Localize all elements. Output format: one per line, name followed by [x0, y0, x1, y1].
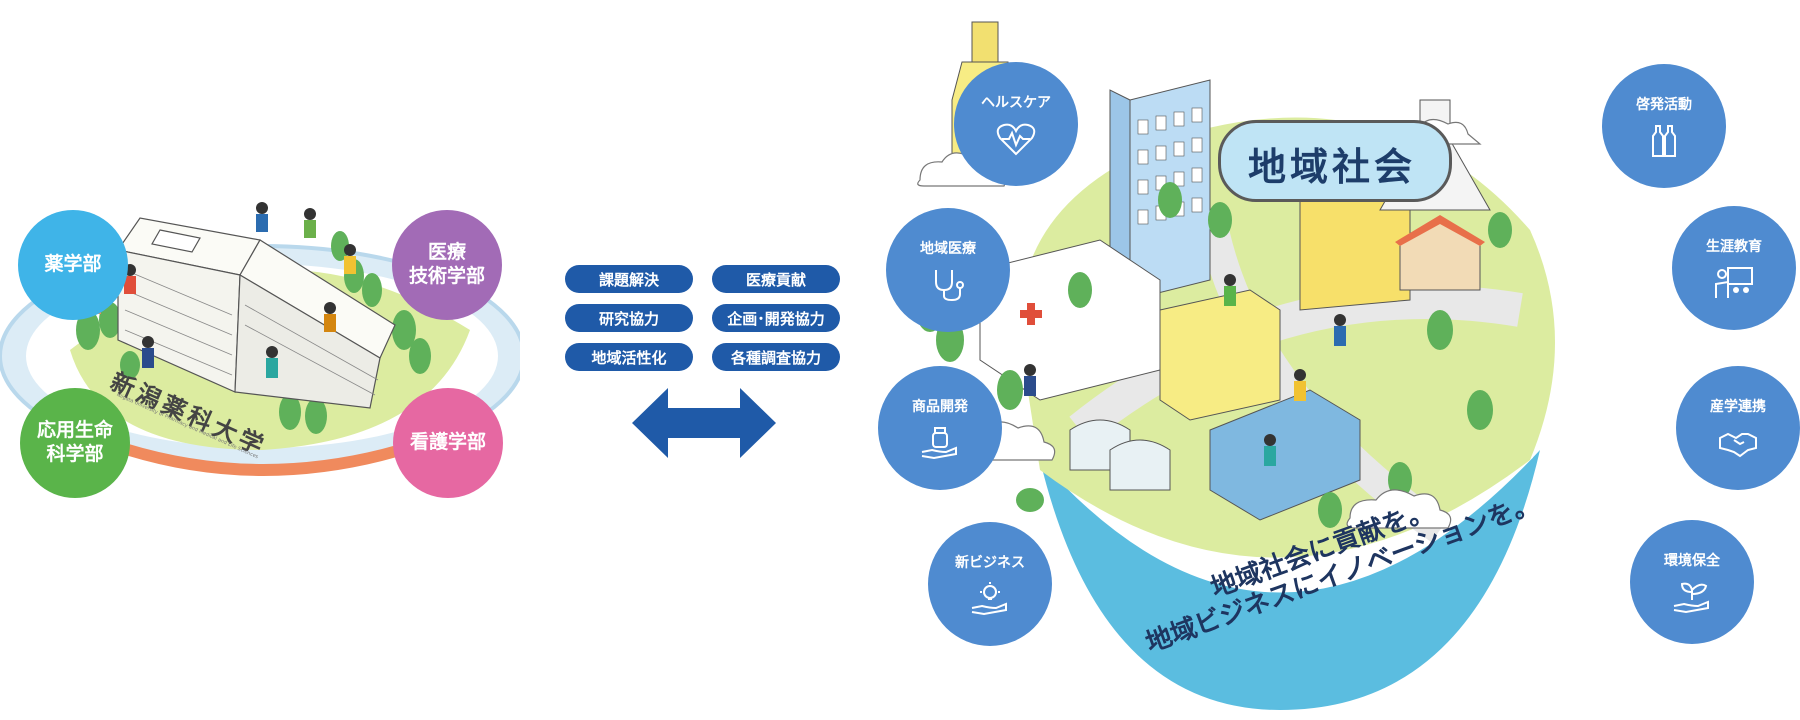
community-banner [1218, 120, 1452, 202]
teacher-board-icon [1715, 267, 1753, 298]
pill-medical-contribution: 医療貢献 [712, 265, 840, 293]
community-banner-text: 地域社会 [1247, 145, 1416, 189]
topic-label: 新ビジネス [955, 555, 1025, 571]
pill-planning-development: 企画･開発協力 [712, 304, 840, 332]
topic-industry-academia[interactable]: 産学連携 [1676, 366, 1800, 490]
hand-jar-icon [921, 427, 957, 460]
topic-label: 環境保全 [1664, 553, 1720, 569]
topic-label: ヘルスケア [981, 95, 1051, 111]
faculty-medical-technology[interactable]: 医療 技術学部 [392, 210, 502, 320]
topic-regional-medicine[interactable]: 地域医療 [886, 208, 1010, 332]
topic-healthcare[interactable]: ヘルスケア [954, 62, 1078, 186]
pill-survey-cooperation: 各種調査協力 [712, 343, 840, 371]
topic-label: 産学連携 [1710, 399, 1766, 415]
topic-label: 生涯教育 [1706, 239, 1762, 255]
topic-lifelong-education[interactable]: 生涯教育 [1672, 206, 1796, 330]
hand-lightbulb-icon [971, 582, 1007, 616]
faculty-applied-life-science[interactable]: 応用生命 科学部 [20, 388, 130, 498]
topic-product-development[interactable]: 商品開発 [878, 366, 1002, 490]
heart-pulse-icon [996, 123, 1036, 156]
faculty-pharmacy[interactable]: 薬学部 [18, 210, 128, 320]
pill-regional-revitalization: 地域活性化 [565, 343, 693, 371]
topic-enlightenment[interactable]: 啓発活動 [1602, 64, 1726, 188]
stethoscope-icon [935, 270, 964, 302]
topic-label: 地域医療 [920, 241, 976, 257]
faculty-nursing[interactable]: 看護学部 [393, 388, 503, 498]
topic-label: 商品開発 [912, 399, 968, 415]
topic-new-business[interactable]: 新ビジネス [928, 522, 1052, 646]
topic-environment[interactable]: 環境保全 [1630, 520, 1754, 644]
handshake-icon [1719, 432, 1757, 458]
bottles-icon [1652, 125, 1676, 157]
topic-label: 啓発活動 [1636, 97, 1692, 113]
pill-problem-solving: 課題解決 [565, 265, 693, 293]
campus-illustration [0, 180, 520, 500]
double-arrow-icon [632, 388, 776, 458]
pill-research-cooperation: 研究協力 [565, 304, 693, 332]
hand-sprout-icon [1673, 582, 1709, 614]
